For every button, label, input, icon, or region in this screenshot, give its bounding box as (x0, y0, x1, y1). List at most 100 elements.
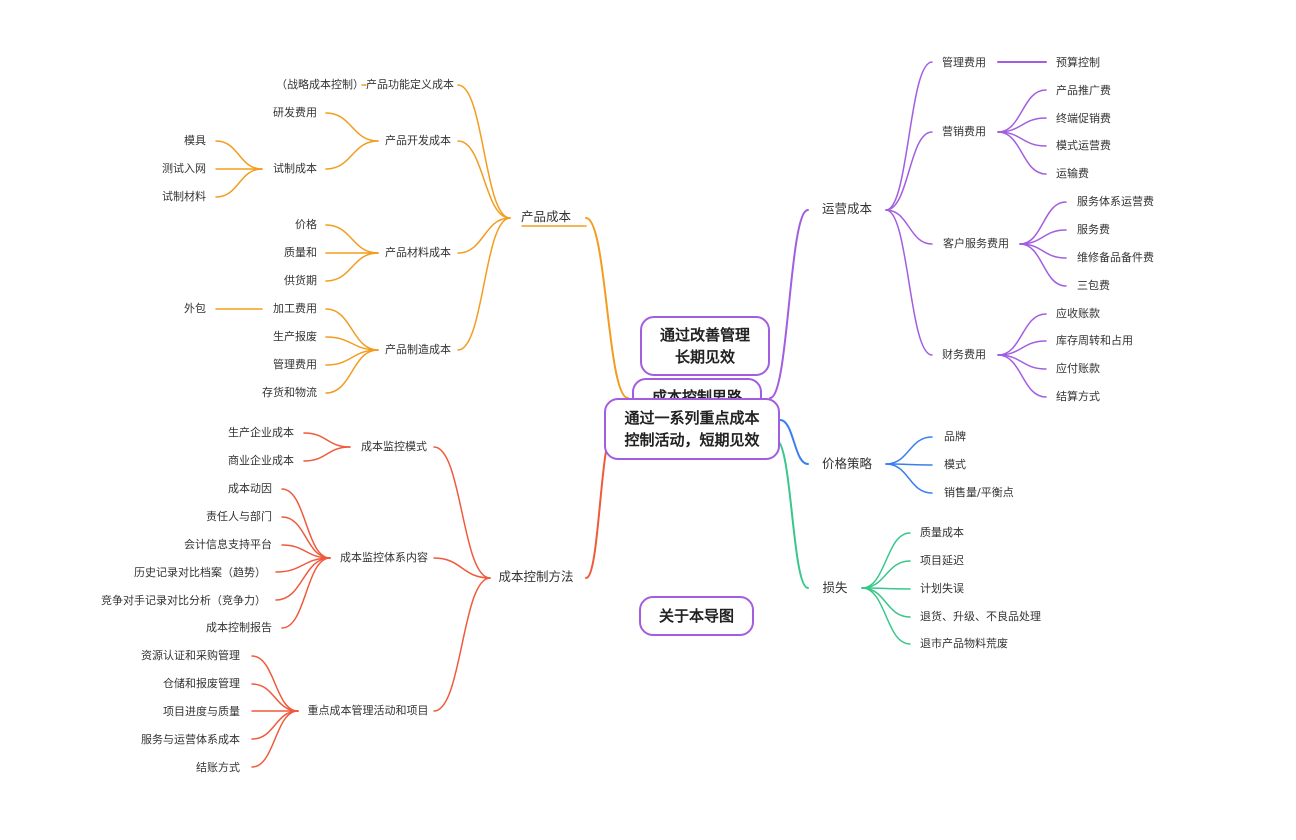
node-spare-parts[interactable]: 维修备品备件费 (1077, 251, 1154, 264)
node-settlement[interactable]: 结账方式 (196, 761, 240, 774)
node-project-progress[interactable]: 项目进度与质量 (163, 705, 240, 718)
edge-ms-competitor (275, 557, 331, 601)
node-product-manufacture[interactable]: 产品制造成本 (385, 343, 451, 356)
edge-dev-rd (325, 112, 379, 142)
edge-pc-function (457, 84, 511, 219)
node-project-delay[interactable]: 项目延迟 (920, 554, 964, 567)
node-finance-fee[interactable]: 财务费用 (942, 348, 986, 361)
edge-center-operation-cost (769, 209, 809, 399)
node-price[interactable]: 价格 (295, 218, 317, 231)
node-trial-cost[interactable]: 试制成本 (273, 162, 317, 175)
node-discontinued-waste[interactable]: 退市产品物料荒废 (920, 637, 1008, 650)
edge-pc-material (457, 217, 511, 254)
node-inventory-logistics[interactable]: 存货和物流 (262, 386, 317, 399)
node-customer-service[interactable]: 客户服务费用 (943, 237, 1009, 250)
node-function-def-child[interactable]: （战略成本控制） (276, 78, 364, 91)
node-terminal-promo[interactable]: 终端促销费 (1056, 112, 1111, 125)
node-promotion-fee[interactable]: 产品推广费 (1056, 84, 1111, 97)
node-processing-fee[interactable]: 加工费用 (273, 302, 317, 315)
node-service-system-cost[interactable]: 服务与运营体系成本 (141, 733, 240, 746)
edge-mk-transport (997, 131, 1047, 175)
node-price-strategy[interactable]: 价格策略 (821, 456, 872, 471)
edge-ka-settlement (251, 710, 299, 768)
node-service-fee[interactable]: 服务费 (1077, 223, 1110, 236)
node-cost-control-method[interactable]: 成本控制方法 (498, 569, 574, 584)
edge-center-price-strategy (779, 419, 809, 465)
edge-center-loss (775, 439, 809, 589)
node-trial-material[interactable]: 试制材料 (162, 190, 206, 203)
node-payables[interactable]: 应付账款 (1056, 362, 1100, 375)
node-supply-period[interactable]: 供货期 (284, 274, 317, 287)
edge-loss-discontinued (861, 587, 911, 645)
edge-ms-driver (281, 488, 331, 559)
node-operation-cost[interactable]: 运营成本 (821, 201, 872, 216)
node-quality[interactable]: 质量和 (284, 246, 317, 259)
about-map-box[interactable]: 关于本导图 (639, 596, 754, 636)
node-production-scrap[interactable]: 生产报废 (273, 330, 317, 343)
node-quality-cost[interactable]: 质量成本 (920, 526, 964, 539)
node-manufacture-admin-fee[interactable]: 管理费用 (273, 358, 317, 371)
long-term-box[interactable]: 通过改善管理 长期见效 (640, 316, 770, 376)
edge-op-management (885, 61, 933, 211)
node-outsource[interactable]: 外包 (184, 302, 206, 315)
node-test-net[interactable]: 测试入网 (162, 162, 206, 175)
edge-mm-production (303, 432, 351, 448)
node-product-cost[interactable]: 产品成本 (520, 209, 571, 224)
node-rd-cost[interactable]: 研发费用 (273, 106, 317, 119)
edge-trial-mold (215, 140, 263, 170)
node-storage-scrap[interactable]: 仓储和报废管理 (163, 677, 240, 690)
edge-pc-dev (457, 140, 511, 219)
node-sourcing-procurement[interactable]: 资源认证和采购管理 (141, 649, 240, 662)
edge-mk-promotion (997, 89, 1047, 133)
node-receivables[interactable]: 应收账款 (1056, 307, 1100, 320)
edge-cm-monitor-system (433, 557, 491, 579)
edge-manu-processing (325, 308, 379, 351)
edge-ps-sales (885, 463, 933, 494)
node-loss[interactable]: 损失 (822, 580, 848, 595)
node-plan-error[interactable]: 计划失误 (920, 582, 964, 595)
node-mode[interactable]: 模式 (944, 458, 966, 471)
node-inventory-turnover[interactable]: 库存周转和占用 (1056, 334, 1133, 347)
edge-cs-warranty (1019, 243, 1067, 287)
node-monitor-system[interactable]: 成本监控体系内容 (340, 551, 428, 564)
node-mold[interactable]: 模具 (184, 134, 206, 147)
node-key-activities[interactable]: 重点成本管理活动和项目 (307, 704, 429, 717)
edge-ms-report (281, 557, 331, 629)
central-topic-box[interactable]: 通过一系列重点成本 控制活动，短期见效 (604, 398, 780, 460)
node-transport[interactable]: 运输费 (1056, 167, 1089, 180)
edge-loss-quality (861, 532, 911, 589)
node-accounting-platform[interactable]: 会计信息支持平台 (184, 538, 272, 551)
edge-mm-commercial (303, 446, 351, 462)
node-return-upgrade[interactable]: 退货、升级、不良品处理 (920, 610, 1041, 623)
node-production-enterprise[interactable]: 生产企业成本 (228, 426, 294, 439)
node-product-dev[interactable]: 产品开发成本 (385, 134, 451, 147)
node-settlement-method[interactable]: 结算方式 (1056, 390, 1100, 403)
edge-ka-service (251, 710, 299, 740)
node-product-material[interactable]: 产品材料成本 (385, 246, 451, 259)
node-marketing-fee[interactable]: 营销费用 (942, 125, 986, 138)
node-brand[interactable]: 品牌 (944, 430, 966, 443)
edge-op-marketing (885, 131, 933, 211)
node-control-report[interactable]: 成本控制报告 (206, 621, 272, 634)
edge-ka-sourcing (251, 655, 299, 712)
node-cost-driver[interactable]: 成本动因 (228, 482, 272, 495)
edge-fin-settlement (997, 354, 1047, 398)
edge-cm-key-activities (433, 577, 491, 712)
node-service-system-op[interactable]: 服务体系运营费 (1077, 195, 1154, 208)
about-map-text: 关于本导图 (658, 607, 734, 625)
node-budget-control[interactable]: 预算控制 (1056, 56, 1100, 69)
node-warranty[interactable]: 三包费 (1077, 279, 1110, 292)
node-monitor-mode[interactable]: 成本监控模式 (361, 440, 427, 453)
edge-pc-manufacture (457, 217, 511, 351)
long-term-box-text: 通过改善管理 长期见效 (659, 326, 750, 366)
node-history-archive[interactable]: 历史记录对比档案（趋势） (134, 566, 266, 579)
node-competitor-analysis[interactable]: 竞争对手记录对比分析（竞争力） (101, 594, 266, 607)
node-function-def[interactable]: 产品功能定义成本 (366, 78, 454, 91)
node-responsible-dept[interactable]: 责任人与部门 (206, 510, 272, 523)
node-mode-operation[interactable]: 模式运营费 (1056, 139, 1111, 152)
node-sales-breakeven[interactable]: 销售量/平衡点 (944, 486, 1014, 499)
node-commercial-enterprise[interactable]: 商业企业成本 (228, 454, 294, 467)
node-management-fee[interactable]: 管理费用 (942, 56, 986, 69)
